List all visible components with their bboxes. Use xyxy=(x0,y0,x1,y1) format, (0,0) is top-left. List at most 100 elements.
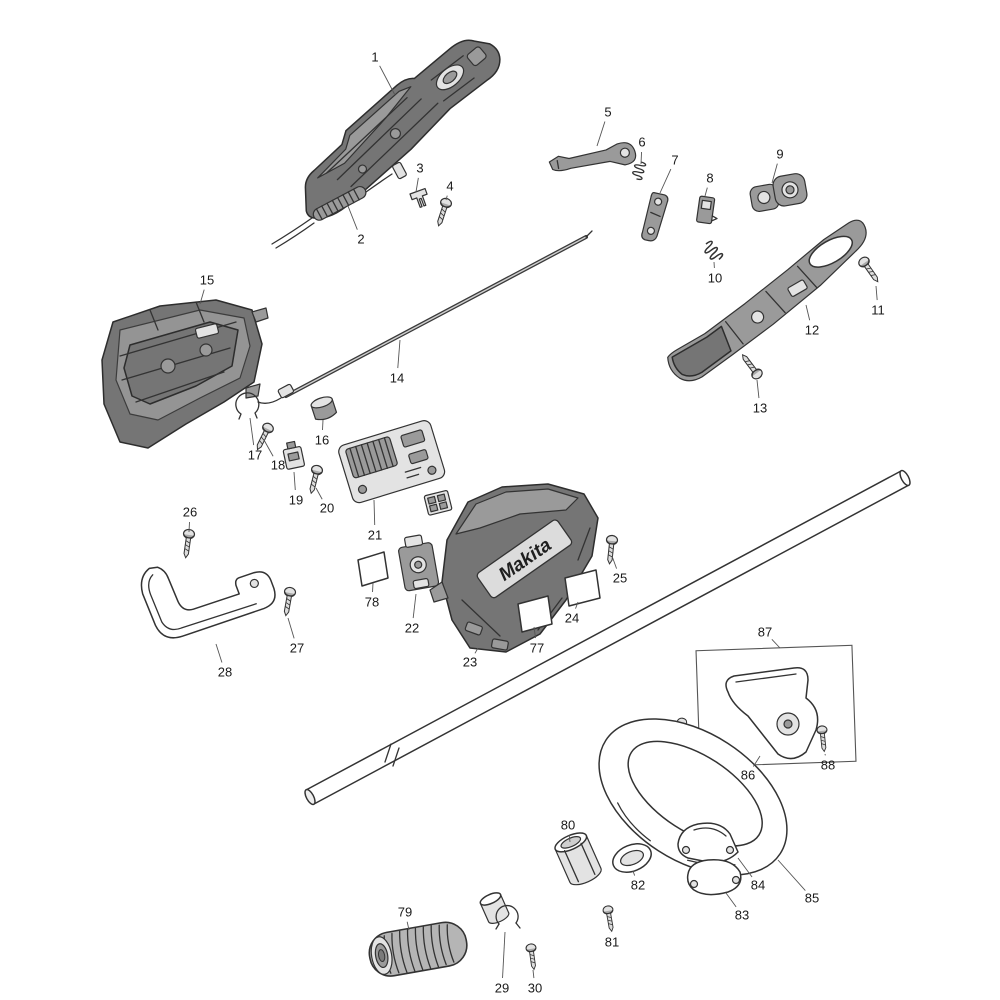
part-label-84: 84 xyxy=(751,878,765,893)
leader-line-87 xyxy=(771,638,781,649)
leader-line-15 xyxy=(199,289,205,305)
part-12-rear-handle-housing xyxy=(667,219,867,382)
leader-line-5 xyxy=(596,121,606,147)
part-label-5: 5 xyxy=(604,105,611,120)
leader-line-86 xyxy=(752,755,761,767)
leader-line-17 xyxy=(249,417,255,446)
part-3-cord-clip xyxy=(409,187,428,208)
leader-line-6 xyxy=(640,151,642,165)
part-label-80: 80 xyxy=(561,818,575,833)
part-86-clamp-lever xyxy=(725,667,819,760)
part-10-spring xyxy=(700,239,725,265)
part-label-18: 18 xyxy=(271,458,285,473)
part-label-26: 26 xyxy=(183,505,197,520)
part-20-screw xyxy=(305,463,325,496)
leader-line-27 xyxy=(287,617,295,639)
leader-line-1 xyxy=(379,65,396,96)
leader-line-20 xyxy=(315,487,323,500)
leader-line-80 xyxy=(568,834,571,843)
leader-line-14 xyxy=(397,339,401,369)
part-78-label-sticker xyxy=(357,551,389,587)
part-85-loop-handle xyxy=(598,718,788,876)
leader-line-13 xyxy=(756,379,760,399)
part-15-motor-housing xyxy=(101,299,269,449)
leader-line-3 xyxy=(415,177,419,193)
part-9-cover xyxy=(749,173,808,213)
part-label-6: 6 xyxy=(638,135,645,150)
part-16-grommet xyxy=(310,396,338,421)
part-14-drive-rod xyxy=(257,230,593,404)
part-label-25: 25 xyxy=(613,571,627,586)
part-1-top-housing xyxy=(304,39,501,219)
part-84-clamp-upper xyxy=(677,822,739,864)
part-label-20: 20 xyxy=(320,501,334,516)
part-6-spring xyxy=(630,159,647,181)
part-28-hanger-bracket xyxy=(140,566,276,639)
part-24-label-sticker xyxy=(564,569,601,607)
part-label-81: 81 xyxy=(605,935,619,950)
part-2-cable xyxy=(271,161,407,249)
part-label-79: 79 xyxy=(398,905,412,920)
part-label-87: 87 xyxy=(758,625,772,640)
leader-line-26 xyxy=(188,521,190,533)
leader-line-7 xyxy=(659,168,672,194)
brand-logo-band xyxy=(476,519,573,599)
part-5-lock-lever xyxy=(548,142,637,172)
leader-line-22 xyxy=(412,593,417,619)
leader-line-29 xyxy=(502,931,506,979)
part-80-sleeve xyxy=(554,832,602,886)
part-29-clamp-set xyxy=(479,892,521,930)
leader-line-30 xyxy=(532,969,535,979)
part-25-screw xyxy=(603,534,619,566)
part-label-28: 28 xyxy=(218,665,232,680)
part-21-controller xyxy=(338,420,446,504)
part-label-82: 82 xyxy=(631,878,645,893)
part-label-14: 14 xyxy=(390,371,404,386)
part-30-screw xyxy=(524,942,540,971)
part-label-86: 86 xyxy=(741,768,755,783)
shaft-pipe xyxy=(304,469,911,806)
leader-line-9 xyxy=(771,163,778,184)
leader-line-77 xyxy=(533,626,537,639)
part-label-17: 17 xyxy=(248,448,262,463)
part-81-screw xyxy=(601,904,618,933)
part-19-terminal xyxy=(282,440,305,470)
leader-line-8 xyxy=(704,187,708,197)
part-label-2: 2 xyxy=(357,232,364,247)
leader-line-23 xyxy=(474,647,479,654)
leader-line-24 xyxy=(575,601,579,609)
part-label-16: 16 xyxy=(315,433,329,448)
leader-line-16 xyxy=(322,419,324,431)
leader-line-25 xyxy=(611,555,618,569)
part-83-clamp-lower xyxy=(686,859,742,896)
part-4-screw xyxy=(432,196,454,229)
part-77-label-sticker xyxy=(517,595,553,633)
part-label-30: 30 xyxy=(528,981,542,996)
part-label-1: 1 xyxy=(371,50,378,65)
leader-line-12 xyxy=(805,304,811,321)
part-label-19: 19 xyxy=(289,493,303,508)
part-22-switch xyxy=(398,534,440,592)
part-27-screw xyxy=(279,586,297,618)
leader-line-18 xyxy=(263,439,274,457)
leader-line-28 xyxy=(215,643,223,663)
part-label-3: 3 xyxy=(416,161,423,176)
leader-line-83 xyxy=(725,892,737,908)
part-label-78: 78 xyxy=(365,595,379,610)
part-7-link-arm xyxy=(641,192,669,242)
part-label-11: 11 xyxy=(871,303,885,318)
part-label-13: 13 xyxy=(753,401,767,416)
part-label-4: 4 xyxy=(446,179,453,194)
part-79-foam-grip xyxy=(368,921,468,977)
connector-block xyxy=(423,490,453,516)
part-11-screw xyxy=(856,254,883,286)
leader-line-82 xyxy=(632,870,636,876)
part-label-88: 88 xyxy=(821,758,835,773)
leader-line-11 xyxy=(875,285,878,301)
part-26-screw xyxy=(179,528,196,560)
part-label-85: 85 xyxy=(805,891,819,906)
part-label-23: 23 xyxy=(463,655,477,670)
leader-line-79 xyxy=(406,921,410,931)
